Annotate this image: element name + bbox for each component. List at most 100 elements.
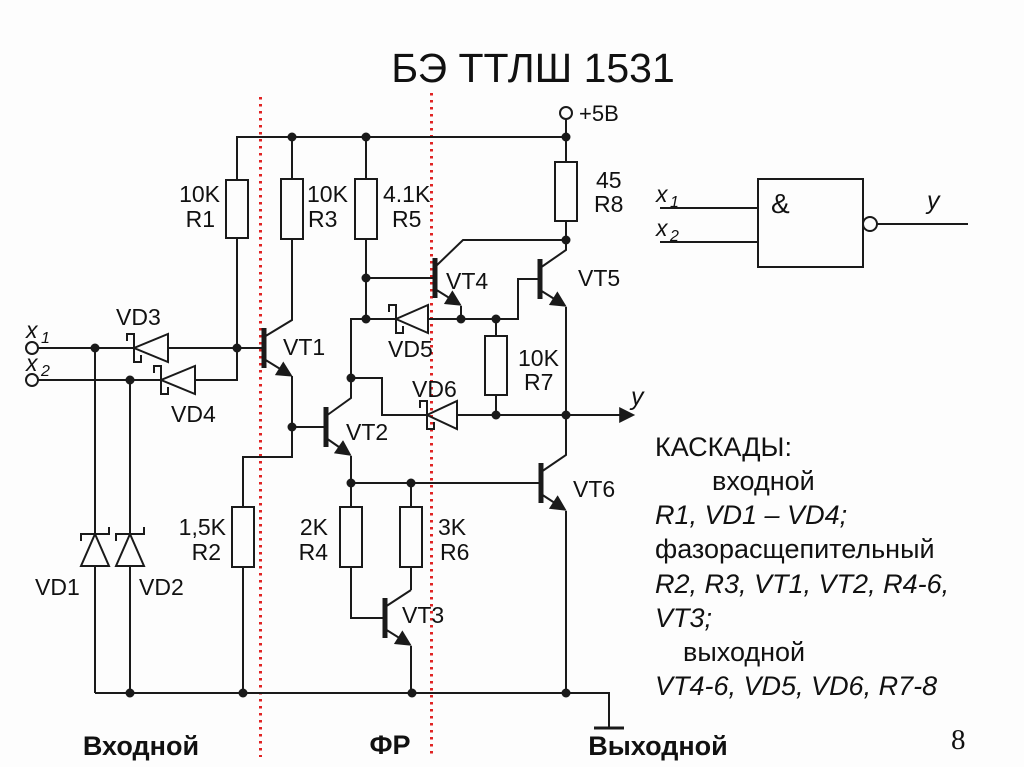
clamp-diode-wires bbox=[94, 348, 131, 693]
page-title: БЭ ТТЛШ 1531 bbox=[391, 45, 675, 91]
gate-body bbox=[757, 178, 864, 268]
vt6-label: VT6 bbox=[573, 476, 615, 502]
vt5-label: VT5 bbox=[578, 265, 620, 291]
vt4-emitter-arrow bbox=[434, 288, 462, 306]
stage-output-label: Выходной bbox=[588, 731, 728, 761]
r5-name-label: R5 bbox=[392, 206, 421, 232]
r4-name-label: R4 bbox=[299, 539, 329, 565]
gate-x2-label: x bbox=[655, 215, 669, 241]
vt1-leads bbox=[263, 239, 293, 427]
gate-y-label: y bbox=[925, 187, 941, 215]
r8-name-label: R8 bbox=[594, 191, 623, 217]
power-terminal bbox=[559, 106, 573, 120]
component-labels: 10K R1 10K R3 4.1K R5 45 R8 10K R7 1,5K … bbox=[25, 101, 645, 628]
vd3-label: VD3 bbox=[116, 304, 161, 330]
vt4-label: VT4 bbox=[446, 268, 488, 294]
vt1-label: VT1 bbox=[283, 334, 325, 360]
gate-x1-label: x bbox=[655, 181, 669, 207]
cascades-phase-stage: фазорасщепительный bbox=[655, 534, 935, 564]
gate-inversion-circle bbox=[862, 216, 878, 232]
ground-bus-wire bbox=[95, 692, 610, 728]
gate-x2-sub: 2 bbox=[669, 228, 679, 245]
vt1-emitter-arrow bbox=[263, 358, 293, 377]
vd5-right-wire bbox=[428, 278, 540, 320]
cascades-phase-parts: R2, R3, VT1, VT2, R4-6, bbox=[655, 569, 949, 599]
r6-value-label: 3K bbox=[438, 514, 467, 540]
diode-vd6 bbox=[419, 399, 458, 431]
r4-value-label: 2K bbox=[300, 514, 329, 540]
resistor-r4 bbox=[339, 506, 363, 568]
diode-vd4 bbox=[153, 364, 196, 396]
resistor-r7 bbox=[484, 335, 508, 396]
power-label: +5В bbox=[579, 101, 619, 126]
gate-input-wires bbox=[660, 207, 758, 243]
vt2-leads bbox=[292, 378, 352, 483]
diode-vd5 bbox=[388, 303, 429, 335]
cascades-heading: КАСКАДЫ: bbox=[655, 432, 792, 462]
cascades-output-parts: VT4-6, VD5, VD6, R7-8 bbox=[655, 671, 937, 701]
r7-value-label: 10K bbox=[518, 345, 560, 371]
vt3-leads bbox=[384, 589, 412, 693]
vt3-label: VT3 bbox=[402, 602, 444, 628]
diode-vd2 bbox=[114, 527, 146, 567]
stage-dividers bbox=[259, 93, 433, 757]
input-x2-wire bbox=[38, 348, 238, 381]
r3-value-label: 10K bbox=[307, 181, 349, 207]
cascades-phase-parts2: VT3; bbox=[655, 603, 712, 633]
vd1-label: VD1 bbox=[35, 574, 80, 600]
vt5-emitter-arrow bbox=[539, 289, 567, 307]
r2-name-label: R2 bbox=[192, 539, 221, 565]
r5-value-label: 4.1K bbox=[383, 181, 431, 207]
vt2-emitter-arrow bbox=[325, 437, 352, 456]
gate-function-label: & bbox=[771, 188, 790, 219]
page-number: 8 bbox=[951, 724, 966, 756]
vd5-node-wires bbox=[350, 318, 427, 416]
output-y-label: y bbox=[629, 383, 645, 411]
junction-dots bbox=[90, 132, 571, 698]
transistor-bars bbox=[261, 258, 544, 638]
r3-name-label: R3 bbox=[308, 206, 337, 232]
input-x1-label: x bbox=[25, 317, 39, 343]
cascades-text-block: КАСКАДЫ: входной R1, VD1 – VD4; фазорасщ… bbox=[655, 432, 949, 701]
r1-name-label: R1 bbox=[186, 206, 215, 232]
vd4-label: VD4 bbox=[171, 401, 216, 427]
r1-value-label: 10K bbox=[179, 181, 221, 207]
stage-phase-label: ФР bbox=[369, 730, 410, 760]
r8-value-label: 45 bbox=[596, 167, 622, 193]
resistor-r8 bbox=[554, 161, 578, 222]
vt6-leads bbox=[540, 415, 567, 693]
r2-value-label: 1,5K bbox=[179, 514, 227, 540]
power-bus-wire bbox=[236, 119, 567, 180]
input-x1-sub: 1 bbox=[41, 330, 50, 347]
input-x2-sub: 2 bbox=[40, 363, 50, 380]
cascades-input-stage: входной bbox=[712, 466, 815, 496]
diode-vd1 bbox=[79, 527, 111, 567]
resistor-r1 bbox=[225, 179, 249, 239]
resistor-r5 bbox=[354, 178, 378, 240]
r2-leads bbox=[242, 427, 293, 693]
cascades-input-parts: R1, VD1 – VD4; bbox=[655, 500, 847, 530]
input-x2-terminal bbox=[25, 373, 39, 387]
stage-input-label: Входной bbox=[83, 731, 199, 761]
vt6-emitter-arrow bbox=[540, 493, 567, 511]
vd5-label: VD5 bbox=[388, 336, 433, 362]
vt3-emitter-arrow bbox=[384, 628, 412, 646]
stage-labels: Входной ФР Выходной bbox=[83, 730, 728, 761]
vd6-label: VD6 bbox=[412, 376, 457, 402]
diode-vd3 bbox=[126, 332, 169, 364]
r6-name-label: R6 bbox=[440, 539, 469, 565]
nand-gate-symbol: & x 1 x 2 y bbox=[655, 178, 941, 268]
gate-x1-sub: 1 bbox=[670, 194, 679, 211]
resistor-r3 bbox=[280, 178, 304, 240]
terminals bbox=[25, 106, 573, 387]
diodes bbox=[79, 303, 458, 567]
resistor-r2 bbox=[231, 506, 255, 568]
resistors bbox=[225, 161, 578, 568]
vd2-label: VD2 bbox=[139, 574, 184, 600]
cascades-output-stage: выходной bbox=[683, 637, 805, 667]
wires bbox=[38, 119, 968, 730]
resistor-r6 bbox=[399, 506, 423, 568]
vt2-label: VT2 bbox=[346, 419, 388, 445]
